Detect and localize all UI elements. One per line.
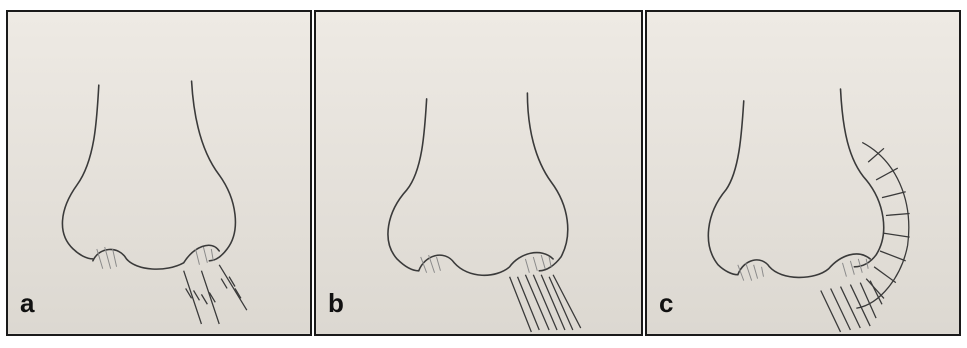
panel-label: b — [328, 290, 344, 316]
nose-sketch-a — [8, 12, 310, 334]
nose-sketch-b — [316, 12, 641, 334]
panel-label: a — [20, 290, 34, 316]
panel-c: c — [645, 10, 961, 336]
panel-a: a — [6, 10, 312, 336]
panel-label: c — [659, 290, 673, 316]
paper-background — [647, 12, 959, 334]
paper-background — [8, 12, 310, 334]
paper-background — [316, 12, 641, 334]
nose-sketch-c — [647, 12, 959, 334]
panel-b: b — [314, 10, 643, 336]
